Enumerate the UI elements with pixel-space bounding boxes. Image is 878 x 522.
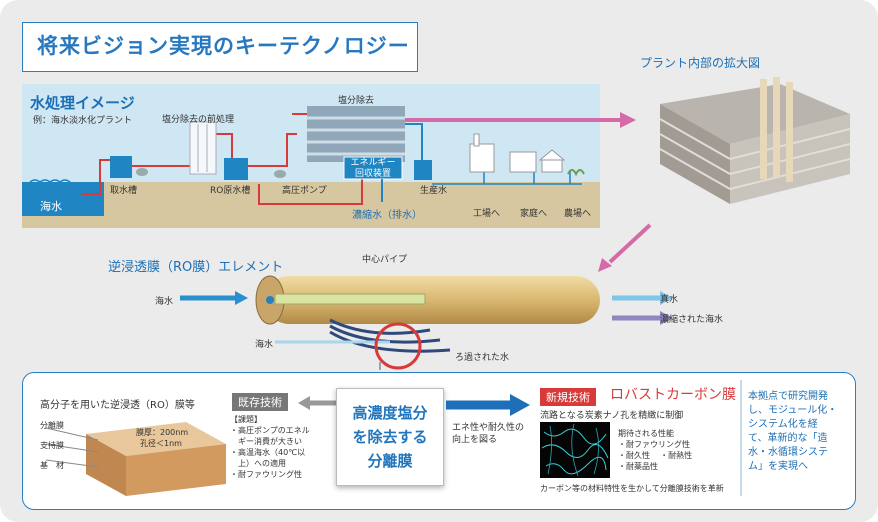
new-tech-tag: 新規技術	[540, 388, 596, 406]
layer-support-label: 支持膜	[40, 441, 64, 450]
hp-pump-label: 高圧ポンプ	[282, 186, 327, 196]
center-pipe	[274, 293, 426, 305]
layer-separation-label: 分離膜	[40, 421, 64, 430]
vision-line-6: ム」を実現へ	[748, 461, 808, 472]
carbon-nanopore-image	[540, 422, 610, 478]
zoom-circle	[374, 322, 422, 370]
plant-pipe	[760, 79, 767, 179]
thickness-label: 膜厚：200nm	[136, 428, 189, 437]
product-water-label: 生産水	[420, 186, 448, 196]
center-line-2: を除去する	[352, 428, 428, 446]
pretreatment-filters	[189, 121, 217, 175]
home-icon	[509, 151, 537, 173]
improvement-line-2: 向上を図る	[452, 435, 498, 445]
perf-title: 期待される性能	[618, 429, 674, 438]
panel-divider	[740, 380, 742, 496]
new-tech-arrow	[446, 394, 530, 416]
seawater-in-label: 海水	[155, 297, 174, 307]
expected-performance: 期待される性能 ・耐ファウリング性 ・耐久性 ・耐熱性 ・耐薬品性	[618, 428, 692, 472]
element-arrow	[608, 223, 652, 264]
energy-recovery-line-1: エネルギー	[350, 158, 396, 168]
ro-element-illustration	[180, 275, 673, 370]
issue-1b: ギー消費が大きい	[230, 437, 302, 446]
water-treatment-example: 例：海水淡水化プラント	[33, 116, 133, 126]
perf-2b: ・耐熱性	[660, 451, 693, 460]
membrane-layers-diagram	[45, 422, 226, 496]
center-pipe-label: 中心パイプ	[362, 255, 408, 265]
brine-label: 濃縮水（排水）	[352, 210, 422, 221]
sea-waves	[29, 179, 71, 183]
ro-tube	[265, 276, 600, 324]
to-home-label: 家庭へ	[520, 209, 548, 219]
concentrated-label: 濃縮された海水	[660, 315, 724, 325]
plant-illustration	[659, 77, 851, 204]
issues-list: 【課題】 ・高圧ポンプのエネル ギー消費が大きい ・高温海水（40℃以 上）への…	[230, 414, 310, 480]
element-heading: 逆浸透膜（RO膜）エレメント	[108, 260, 284, 275]
filtered-water-label: ろ過された水	[455, 353, 510, 363]
perf-3: ・耐薬品性	[618, 462, 658, 471]
new-tech-name: ロバストカーボン膜	[610, 387, 736, 403]
layer-substrate-label: 基 材	[40, 461, 64, 470]
fresh-water-label: 真水	[660, 295, 679, 305]
membrane-top	[86, 422, 226, 456]
flow-arrows	[405, 112, 652, 272]
issue-2: ・高温海水（40℃以	[230, 448, 306, 457]
energy-recovery-unit	[343, 156, 403, 180]
vision-line-2: し、モジュール化・	[748, 405, 838, 416]
improvement-text: エネ性や耐久性の 向上を図る	[452, 422, 524, 446]
existing-tag: 既存技術	[232, 393, 288, 411]
separation-membrane-box: 高濃度塩分 を除去する 分離膜	[336, 388, 444, 486]
product-pipe	[405, 123, 423, 160]
to-factory-label: 工場へ	[473, 209, 501, 219]
product-tank	[414, 160, 432, 180]
intake-pipe	[82, 159, 112, 195]
vision-line-1: 本拠点で研究開発	[748, 391, 828, 402]
vision-line-5: 水・水循環システ	[748, 447, 828, 458]
farm-icon	[567, 169, 585, 177]
existing-heading: 高分子を用いた逆浸透（RO）膜等	[40, 400, 195, 411]
seawater-label: 海水	[40, 200, 62, 213]
issues-title: 【課題】	[230, 415, 262, 424]
sea-water	[22, 182, 104, 216]
to-farm-label: 農場へ	[564, 209, 592, 219]
hp-pipe	[247, 133, 297, 167]
energy-recovery-label: エネルギー 回収装置	[345, 158, 401, 180]
improvement-line-1: エネ性や耐久性の	[452, 423, 525, 433]
issue-3: ・耐ファウリング性	[230, 470, 302, 479]
vision-line-3: システム化を経	[748, 419, 818, 430]
brine-return-pipe	[258, 179, 363, 205]
water-treatment-illustration	[22, 106, 600, 228]
center-line-3: 分離膜	[367, 452, 413, 470]
new-tech-desc: 流路となる炭素ナノ孔を精緻に制御	[540, 411, 684, 421]
ro-raw-tank	[224, 158, 248, 180]
existing-arrow	[298, 396, 336, 410]
new-tech-footer: カーボン等の材料特性を生かして分離膜技術を革新	[540, 484, 724, 493]
zoom-line	[379, 362, 381, 370]
intake-tank	[110, 156, 132, 178]
intake-tank-label: 取水槽	[110, 186, 138, 196]
pretreatment-label: 塩分除去の前処理	[162, 115, 235, 125]
water-treatment-heading: 水処理イメージ	[30, 94, 135, 112]
plant-label: プラント内部の拡大図	[640, 56, 761, 70]
distribution-pipe	[432, 170, 582, 185]
vision-line-4: て、革新的な「造	[748, 433, 828, 444]
seawater-side-label: 海水	[255, 340, 274, 350]
factory-icon	[469, 143, 495, 173]
salt-removal-label: 塩分除去	[338, 96, 375, 106]
perf-1: ・耐ファウリング性	[618, 440, 690, 449]
perf-2a: ・耐久性	[618, 451, 650, 460]
vision-statement: 本拠点で研究開発 し、モジュール化・ システム化を経 て、革新的な「造 水・水循…	[748, 390, 837, 474]
page-title: 将来ビジョン実現のキーテクノロジー	[22, 22, 418, 72]
center-line-1: 高濃度塩分	[352, 404, 428, 422]
energy-recovery-line-2: 回収装置	[354, 169, 391, 179]
issue-1: ・高圧ポンプのエネル	[230, 426, 310, 435]
issue-2b: 上）への適用	[230, 459, 286, 468]
plant-frame	[660, 84, 850, 144]
ro-tank-label: RO原水槽	[210, 186, 251, 196]
pore-label: 孔径＜1nm	[140, 439, 182, 448]
